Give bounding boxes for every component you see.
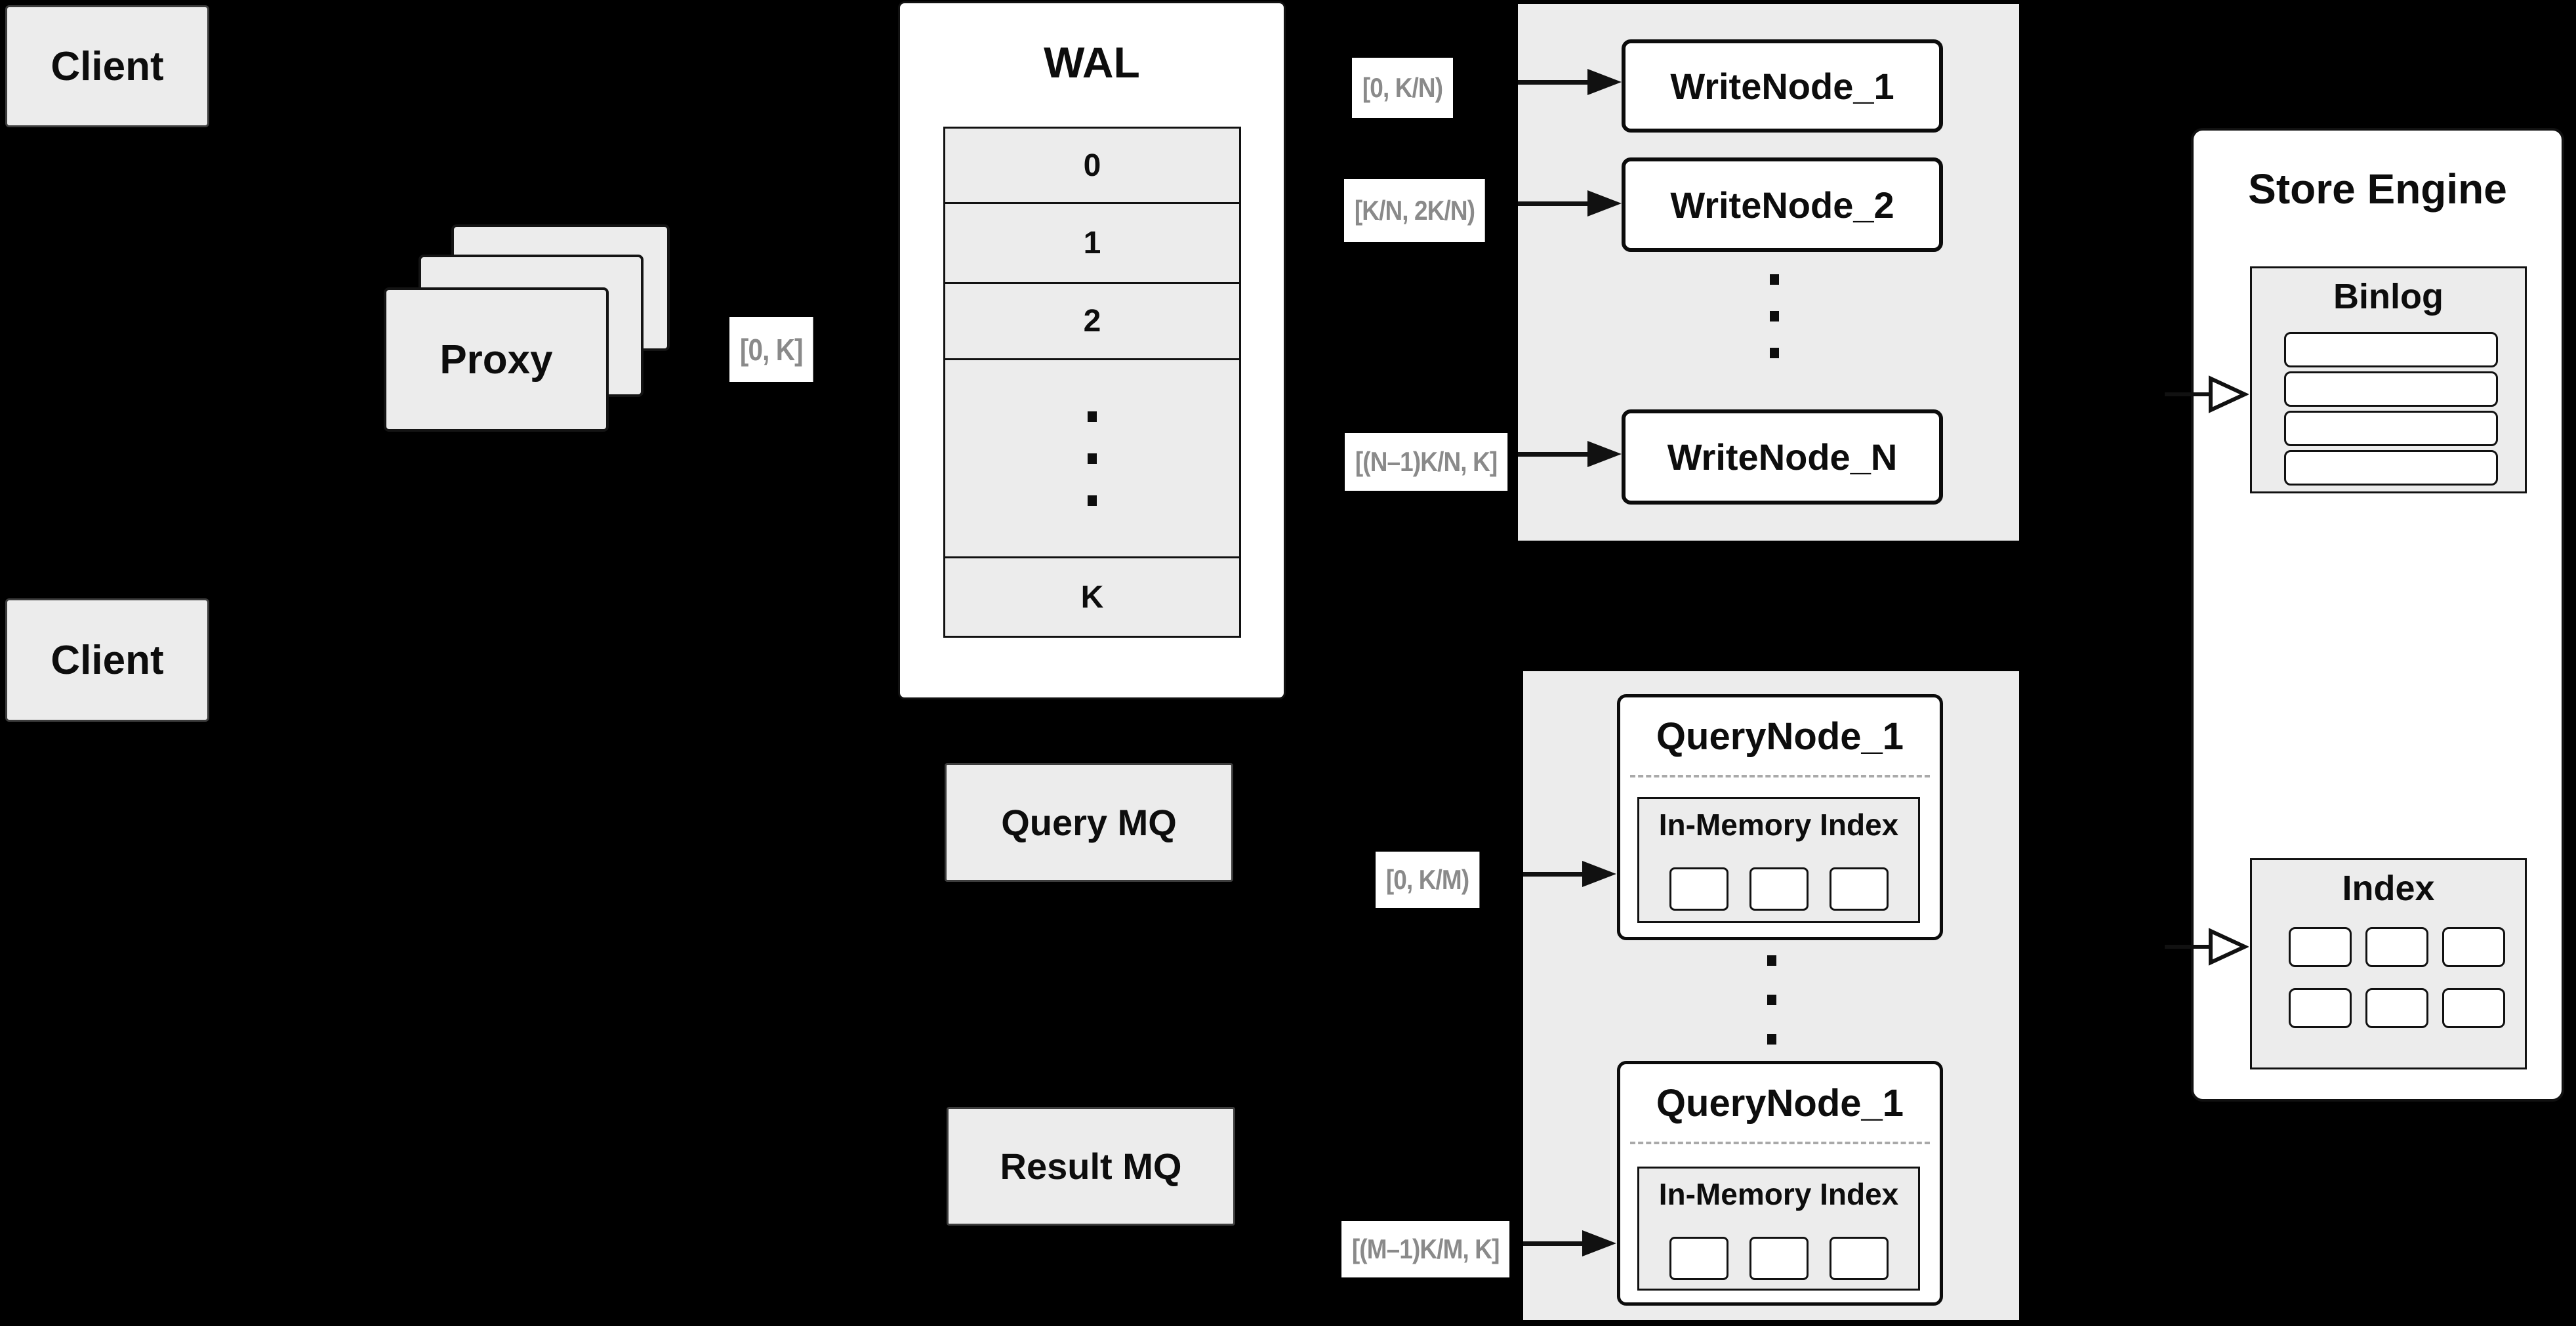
- in-memory-cell: [1829, 867, 1889, 911]
- in-memory-index-title: In-Memory Index: [1658, 808, 1899, 842]
- index-cell: [2365, 988, 2428, 1028]
- wal-segment-row-last: K: [945, 556, 1239, 636]
- open-arrow-right-icon: [2209, 928, 2249, 966]
- write-node-1-label: WriteNode_1: [1670, 65, 1894, 107]
- range-label-query-node-m: [(M–1)K/M, K]: [1341, 1221, 1510, 1277]
- index-cells: [2289, 927, 2505, 1028]
- arrow-line-to-query-node-top: [1523, 872, 1584, 877]
- client-bottom-label: Client: [51, 637, 164, 683]
- query-node-bottom-box: QueryNode_1 In-Memory Index: [1617, 1061, 1943, 1306]
- index-cell: [2289, 927, 2352, 967]
- in-memory-cell: [1749, 867, 1809, 911]
- wal-segment-table: 0 1 2 K: [943, 127, 1241, 638]
- binlog-rows: [2284, 332, 2498, 489]
- binlog-row: [2284, 371, 2498, 407]
- arrow-line-to-write-node-1: [1518, 80, 1589, 85]
- query-node-top-title: QueryNode_1: [1656, 715, 1904, 758]
- arrow-right-icon: [1587, 441, 1622, 467]
- in-memory-cell: [1669, 1237, 1728, 1280]
- range-label-query-node-1: [0, K/M): [1376, 852, 1480, 908]
- arrow-right-icon: [1582, 1230, 1616, 1256]
- range-label-client-to-wal: [0, K]: [729, 317, 813, 382]
- write-node-n-box: WriteNode_N: [1622, 409, 1943, 505]
- store-engine-title: Store Engine: [2248, 165, 2507, 213]
- binlog-row: [2284, 332, 2498, 367]
- range-label-write-node-n: [(N–1)K/N, K]: [1345, 433, 1508, 491]
- arrow-line-to-index: [2165, 945, 2213, 949]
- query-mq-label: Query MQ: [1001, 802, 1177, 843]
- index-cell: [2442, 927, 2505, 967]
- wal-segment-row: 2: [945, 282, 1239, 358]
- index-cell: [2289, 988, 2352, 1028]
- open-arrow-right-icon: [2209, 375, 2249, 413]
- arrow-line-to-query-node-bottom: [1523, 1241, 1584, 1246]
- write-node-2-label: WriteNode_2: [1670, 184, 1894, 226]
- query-mq-box: Query MQ: [945, 763, 1233, 882]
- query-node-bottom-title: QueryNode_1: [1656, 1081, 1904, 1125]
- binlog-box: Binlog: [2250, 266, 2527, 493]
- proxy-label: Proxy: [440, 337, 553, 383]
- binlog-row: [2284, 450, 2498, 486]
- store-engine-box: Store Engine Binlog Index: [2191, 128, 2564, 1102]
- wal-segment-row: 0: [1083, 148, 1101, 183]
- in-memory-cells: [1639, 1237, 1918, 1280]
- binlog-row: [2284, 411, 2498, 446]
- wal-box: WAL 0 1 2 K: [898, 1, 1286, 699]
- arrow-right-icon: [1587, 69, 1622, 95]
- wal-ellipsis-row: [945, 358, 1239, 556]
- in-memory-cell: [1669, 867, 1728, 911]
- client-top-label: Client: [51, 43, 164, 89]
- in-memory-index-title: In-Memory Index: [1658, 1177, 1899, 1211]
- client-top-box: Client: [5, 5, 209, 127]
- in-memory-index-box: In-Memory Index: [1637, 1167, 1920, 1291]
- index-cell: [2365, 927, 2428, 967]
- index-box: Index: [2250, 858, 2527, 1069]
- result-mq-box: Result MQ: [947, 1107, 1235, 1226]
- wal-segment-row: 1: [945, 202, 1239, 282]
- query-node-top-box: QueryNode_1 In-Memory Index: [1617, 694, 1943, 940]
- in-memory-cells: [1639, 867, 1918, 911]
- binlog-title: Binlog: [2333, 277, 2443, 316]
- index-cell: [2442, 988, 2505, 1028]
- range-label-write-node-1: [0, K/N): [1352, 58, 1453, 118]
- arrow-line-to-binlog: [2165, 392, 2213, 396]
- in-memory-index-box: In-Memory Index: [1637, 797, 1920, 923]
- wal-title: WAL: [1044, 38, 1140, 87]
- write-node-n-label: WriteNode_N: [1667, 436, 1898, 478]
- index-title: Index: [2342, 869, 2435, 908]
- write-node-1-box: WriteNode_1: [1622, 39, 1943, 133]
- result-mq-label: Result MQ: [1000, 1146, 1182, 1187]
- arrow-line-to-write-node-2: [1518, 201, 1589, 206]
- range-label-write-node-2: [K/N, 2K/N): [1344, 179, 1486, 242]
- vertical-ellipsis-icon: [1088, 411, 1097, 506]
- arrow-line-to-write-node-n: [1518, 452, 1589, 457]
- dashed-divider: [1630, 1142, 1930, 1144]
- dashed-divider: [1630, 775, 1930, 777]
- arrow-right-icon: [1582, 861, 1616, 887]
- in-memory-cell: [1829, 1237, 1889, 1280]
- client-bottom-box: Client: [5, 598, 209, 722]
- in-memory-cell: [1749, 1237, 1809, 1280]
- write-node-2-box: WriteNode_2: [1622, 157, 1943, 252]
- vertical-ellipsis-icon: [1770, 274, 1779, 358]
- arrow-right-icon: [1587, 190, 1622, 217]
- vertical-ellipsis-icon: [1767, 955, 1776, 1045]
- proxy-box: Proxy: [384, 287, 609, 432]
